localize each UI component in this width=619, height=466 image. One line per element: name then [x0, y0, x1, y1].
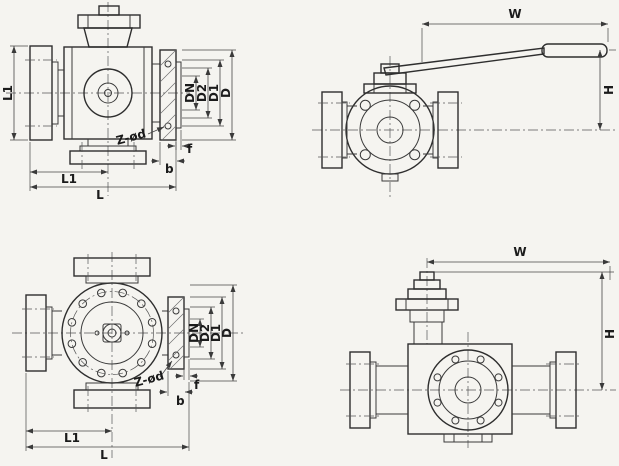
flange-bolt-hole: [164, 122, 172, 130]
stem-top: [102, 323, 122, 343]
plan-view: DN D2 D1 D Z-ød f b L1 L: [12, 252, 244, 462]
dim-label-h: H: [602, 85, 616, 95]
dim-label-l-plan: L: [100, 448, 108, 462]
valve-body: [407, 343, 513, 435]
dim-label-dn-plan: DN: [187, 323, 201, 343]
dim-label-l1-plan: L1: [64, 431, 80, 445]
bottom-flange: [73, 389, 151, 409]
bolt-hole: [409, 149, 421, 161]
dim-label-d1-plan: D1: [209, 324, 223, 342]
side-view: W H: [312, 7, 616, 198]
stem-cap: [98, 5, 120, 16]
bottom-flange: [69, 150, 147, 165]
bolt-hole: [359, 99, 371, 111]
dim-label-l1-left: L1: [1, 85, 15, 101]
dim-label-d2: D2: [195, 84, 209, 102]
dim-label-z-od-plan: Z-ød: [133, 368, 166, 389]
dim-label-w: W: [508, 7, 521, 21]
handle-lever: [383, 47, 545, 76]
bolt-hole: [409, 99, 421, 111]
dim-label-l1-bottom: L1: [61, 172, 77, 186]
dim-label-d2-plan: D2: [198, 324, 212, 342]
dim-label-b: b: [165, 162, 174, 176]
dim-label-d: D: [219, 88, 233, 98]
valve-body: [63, 46, 153, 140]
dim-label-d-plan: D: [220, 328, 234, 338]
side-view-2: W H: [340, 245, 617, 448]
dim-label-b-plan: b: [176, 394, 185, 408]
dim-label-f-plan: f: [194, 378, 200, 392]
dim-label-d1: D1: [207, 84, 221, 102]
bolt-hole: [359, 149, 371, 161]
flange-bolt-hole: [164, 60, 172, 68]
left-flange: [29, 45, 53, 141]
flange-face: [427, 349, 509, 431]
front-view: L1 L1 L DN D2 D1 D Z-ød f b: [1, 2, 236, 202]
dim-label-h-2: H: [603, 329, 617, 339]
dim-label-w-2: W: [513, 245, 526, 259]
dim-label-dn: DN: [183, 83, 197, 103]
dim-label-z-od: Z-ød: [115, 126, 148, 147]
dim-label-l-bottom: L: [96, 188, 104, 202]
handle-grip: [541, 43, 608, 58]
flange-bolt-hole: [172, 307, 180, 315]
ball: [83, 68, 133, 118]
flange-bolt-hole: [172, 351, 180, 359]
dim-label-f: f: [187, 142, 193, 156]
